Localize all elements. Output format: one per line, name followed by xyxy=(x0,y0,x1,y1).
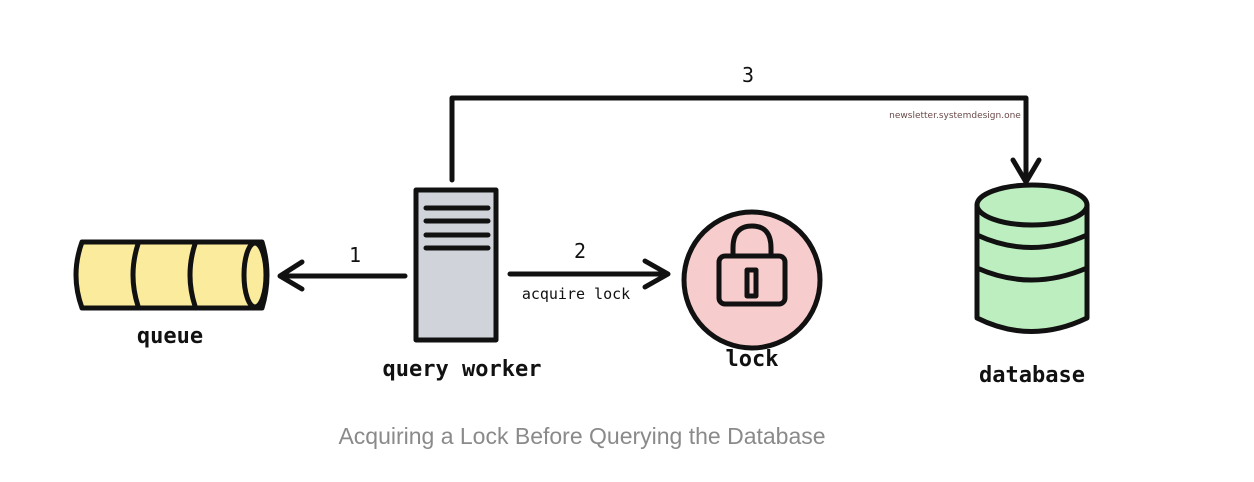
figure-caption: Acquiring a Lock Before Querying the Dat… xyxy=(338,423,826,449)
arrow-to-queue xyxy=(277,259,408,292)
database-label: database xyxy=(979,363,1085,388)
lock-label: lock xyxy=(726,347,779,372)
step-3-label: 3 xyxy=(742,63,754,87)
arrow-to-database xyxy=(449,95,1042,185)
queue-icon xyxy=(73,239,270,311)
lock-icon xyxy=(716,253,788,307)
database-icon xyxy=(974,182,1090,334)
step-1-label: 1 xyxy=(349,243,361,267)
acquire-lock-label: acquire lock xyxy=(522,285,630,303)
watermark: newsletter.systemdesign.one xyxy=(889,111,1021,121)
server-icon xyxy=(413,187,499,343)
lock-node xyxy=(681,209,823,351)
arrow-to-lock xyxy=(507,258,671,290)
queue-label: queue xyxy=(137,324,203,349)
worker-label: query worker xyxy=(383,357,542,382)
step-2-label: 2 xyxy=(574,239,586,263)
